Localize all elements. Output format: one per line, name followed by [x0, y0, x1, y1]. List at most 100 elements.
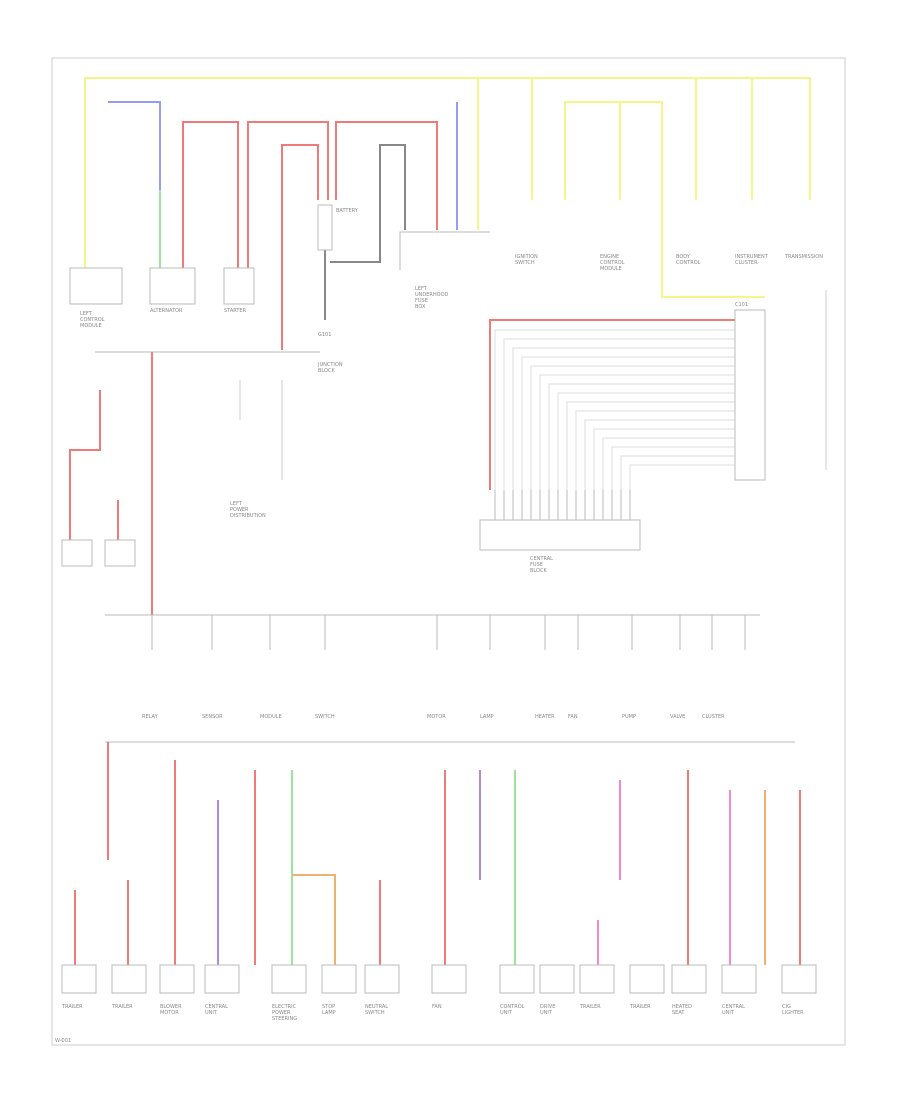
label-line: BODY: [676, 254, 692, 260]
label-line: HEATED: [672, 1004, 694, 1010]
wire: [69, 390, 101, 540]
label-line: CONTROL: [80, 317, 106, 323]
label-line: DISTRIBUTION: [230, 513, 266, 519]
load-label: TRAILER: [629, 1004, 651, 1010]
load-label: NEUTRAL SWITCH: [365, 1004, 390, 1016]
label-line: LEFT: [80, 311, 93, 317]
wire: [330, 144, 406, 263]
connector-c101: [734, 309, 766, 481]
load-label: CIG LIGHTER: [782, 1004, 804, 1016]
wire: [247, 121, 329, 268]
label-line: STEERING: [272, 1016, 297, 1022]
label: BODY CONTROL: [676, 254, 701, 266]
wire: [611, 446, 735, 490]
wire: [602, 437, 735, 490]
mid-section: JUNCTION BLOCK LEFT POWER DISTRIBUTION R…: [61, 351, 795, 743]
label: ENGINE CONTROL MODULE: [600, 254, 626, 272]
wire: [494, 329, 735, 520]
label-line: CENTRAL: [205, 1004, 230, 1010]
load-label: FAN: [432, 1004, 442, 1010]
central-fuse-block: [479, 519, 641, 551]
label-line: NEUTRAL: [365, 1004, 390, 1010]
label-line: LEFT: [230, 501, 243, 507]
load-label: TRAILER: [111, 1004, 133, 1010]
wire: [629, 464, 735, 490]
load-component: [671, 964, 707, 994]
alternator: [149, 267, 196, 305]
wire: [503, 338, 735, 490]
wire: [564, 101, 765, 298]
wire: [84, 77, 811, 268]
label-line: LIGHTER: [782, 1010, 804, 1016]
label-line: MOTOR: [160, 1010, 179, 1016]
load-label: PUMP: [622, 714, 636, 720]
load-component: [629, 964, 665, 994]
load-label: ELECTRIC POWER STEERING: [272, 1004, 298, 1022]
label-line: SEAT: [672, 1010, 685, 1016]
label: ALTERNATOR: [150, 308, 183, 314]
load-label: BLOWER MOTOR: [160, 1004, 183, 1016]
starter: [223, 267, 255, 305]
left-control-module: [69, 267, 123, 305]
battery: [317, 204, 333, 251]
load-label: HEATER: [535, 714, 555, 720]
label-line: UNDERHOOD: [415, 292, 450, 298]
label-line: LEFT: [415, 286, 428, 292]
wire: [530, 365, 735, 490]
load-component: [204, 964, 240, 994]
load-label: MODULE: [260, 714, 282, 720]
load-component: [579, 964, 615, 994]
label-line: STOP: [322, 1004, 337, 1010]
label: LEFT POWER DISTRIBUTION: [230, 501, 266, 519]
wire: [182, 121, 239, 268]
label-line: UNIT: [500, 1010, 513, 1016]
label: STARTER: [224, 308, 247, 314]
load-component: [61, 964, 97, 994]
wire: [104, 539, 136, 567]
label-line: UNIT: [205, 1010, 218, 1016]
wire: TRAILER TRAILER BLOWER MOTOR CENTRAL UNIT EL…: [61, 964, 817, 1022]
label: TRANSMISSION: [784, 254, 823, 260]
label: G101: [318, 332, 331, 338]
load-component: [431, 964, 467, 994]
label-line: CENTRAL: [722, 1004, 747, 1010]
label-line: POWER: [230, 507, 250, 513]
load-label: HEATED SEAT: [672, 1004, 694, 1016]
diagram-frame: [51, 57, 846, 1046]
wire: [512, 347, 735, 490]
load-component: [111, 964, 147, 994]
label: INSTRUMENT CLUSTER: [735, 254, 769, 266]
wire: [335, 121, 438, 230]
bottom-section: TRAILER TRAILER BLOWER MOTOR CENTRAL UNIT EL…: [55, 742, 817, 1044]
fuse-block-harness: CENTRAL FUSE BLOCK C101: [479, 290, 827, 574]
load-label: MOTOR: [427, 714, 446, 720]
wire: [399, 231, 490, 270]
label: IGNITION SWITCH: [515, 254, 539, 266]
load-label: TRAILER: [579, 1004, 601, 1010]
label-line: MODULE: [80, 323, 102, 329]
label-line: JUNCTION: [317, 362, 344, 368]
wire: [557, 392, 735, 490]
load-label: FAN: [568, 714, 578, 720]
label-line: FUSE: [415, 298, 429, 304]
wire: [584, 419, 735, 490]
label: W-001: [55, 1038, 71, 1044]
label-line: IGNITION: [515, 254, 539, 260]
label-line: CIG: [782, 1004, 792, 1010]
load-component: [721, 964, 757, 994]
wire: [494, 329, 735, 490]
label-line: LAMP: [322, 1010, 336, 1016]
label-line: CLUSTER: [735, 260, 758, 266]
wire: [548, 383, 735, 490]
label-line: MODULE: [600, 266, 622, 272]
load-label: SENSOR: [202, 714, 223, 720]
label-line: BLOCK: [530, 568, 547, 574]
load-component: [499, 964, 535, 994]
label-line: ENGINE: [600, 254, 621, 260]
wire: [521, 356, 735, 490]
load-component: [539, 964, 575, 994]
load-label: SWITCH: [315, 714, 335, 720]
wire: [575, 410, 735, 490]
label: LEFT CONTROL MODULE: [80, 311, 106, 329]
